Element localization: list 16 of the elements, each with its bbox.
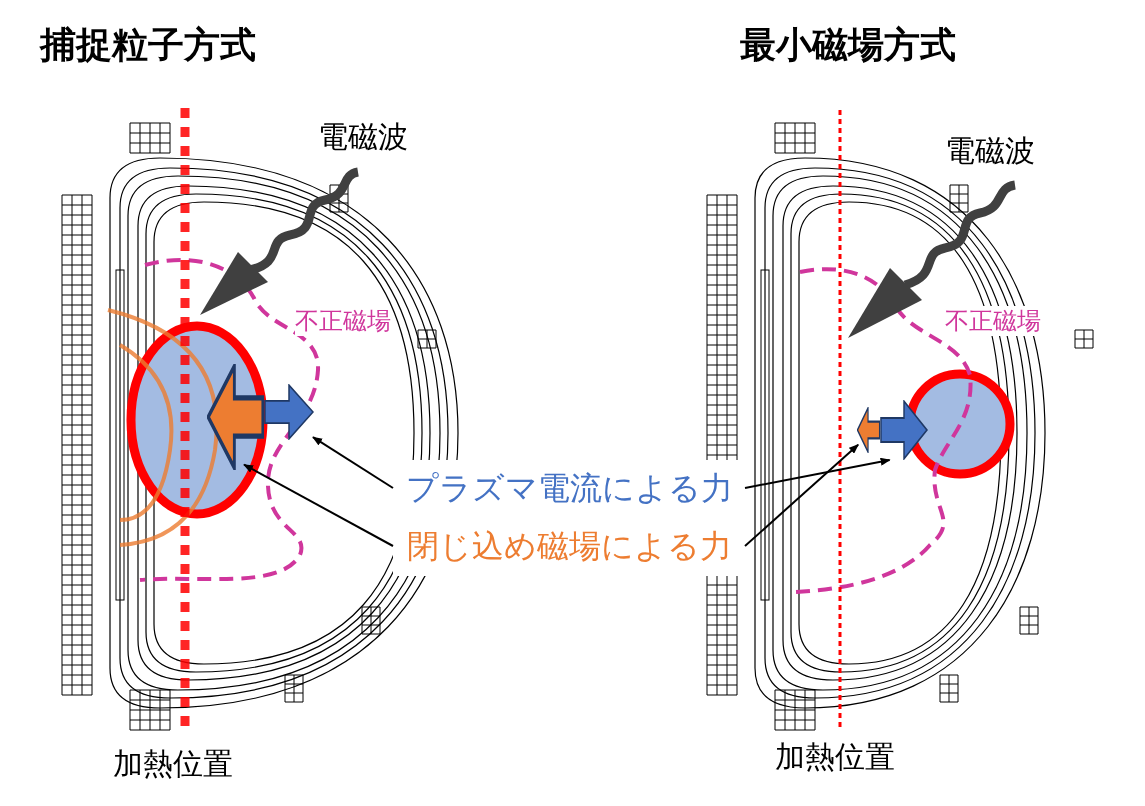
leader-arrow <box>312 436 394 489</box>
wave-label: 電磁波 <box>318 119 408 155</box>
leader-arrow <box>744 443 860 547</box>
force-arrow <box>880 400 928 460</box>
leader-arrow <box>243 463 394 547</box>
field-error-label: 不正磁場 <box>945 306 1041 336</box>
force-arrow <box>264 384 314 440</box>
force-arrow <box>207 364 264 470</box>
heating-position-label: 加熱位置 <box>113 746 233 782</box>
force-arrow <box>857 407 880 453</box>
panel-title: 最小磁場方式 <box>740 23 956 67</box>
wave-label: 電磁波 <box>945 133 1035 169</box>
heating-position-label: 加熱位置 <box>775 739 895 775</box>
panel-title: 捕捉粒子方式 <box>40 23 256 67</box>
field-error-label: 不正磁場 <box>295 306 391 336</box>
leader-arrow <box>744 457 891 489</box>
